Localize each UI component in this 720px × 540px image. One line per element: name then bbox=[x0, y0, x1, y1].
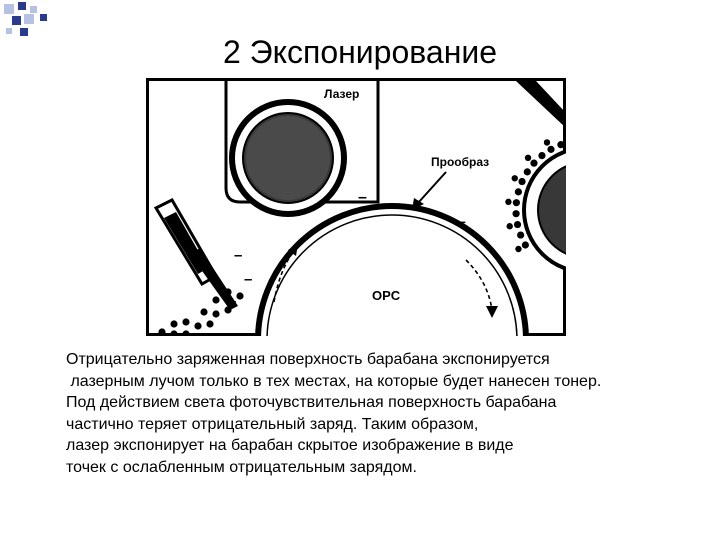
toner-dot bbox=[236, 292, 244, 300]
decor-square bbox=[6, 28, 12, 34]
toner-dot bbox=[224, 306, 232, 314]
slide-title: 2 Экспонирование bbox=[222, 34, 498, 70]
corner-decoration bbox=[0, 0, 60, 40]
drum-label: OPC bbox=[372, 288, 401, 303]
svg-text:–: – bbox=[458, 213, 466, 229]
toner-dot bbox=[212, 296, 220, 304]
decor-square bbox=[20, 28, 28, 36]
rotation-arrow-left bbox=[273, 247, 297, 303]
toner-dot bbox=[543, 139, 551, 146]
toner-dot bbox=[505, 198, 512, 206]
toner-dot bbox=[182, 330, 190, 336]
toner-dot bbox=[547, 145, 555, 153]
svg-text:–: – bbox=[244, 271, 252, 288]
toner-dot bbox=[521, 241, 529, 249]
toner-dots-right bbox=[505, 139, 565, 253]
toner-dot bbox=[206, 320, 214, 328]
image-label: Прообраз bbox=[431, 155, 489, 169]
toner-dot bbox=[530, 159, 538, 167]
rotation-arrow-right bbox=[465, 259, 493, 311]
toner-dot bbox=[511, 175, 518, 182]
text-line: лазерным лучом только в тех местах, на к… bbox=[66, 372, 602, 390]
toner-dot bbox=[514, 188, 522, 196]
toner-dot bbox=[158, 328, 166, 336]
toner-dot bbox=[212, 310, 220, 318]
decor-square bbox=[30, 6, 37, 13]
text-line: лазер экспонирует на барабан скрытое изо… bbox=[66, 437, 514, 454]
decor-square bbox=[18, 2, 26, 10]
toner-dot bbox=[524, 154, 532, 162]
toner-dot bbox=[518, 177, 526, 186]
image-arrow bbox=[417, 171, 447, 204]
decor-square bbox=[12, 16, 21, 25]
opc-drum bbox=[255, 203, 529, 336]
developer-roller-core bbox=[537, 165, 566, 255]
laser-compartment bbox=[224, 81, 380, 204]
laser-exposure-diagram: Лазер – Прообраз – OPC – – – bbox=[146, 78, 566, 336]
toner-dot bbox=[170, 330, 178, 336]
description-text: Отрицательно заряженная поверхность бара… bbox=[66, 349, 706, 478]
top-right-bar bbox=[516, 81, 566, 128]
toner-dot bbox=[523, 168, 531, 176]
toner-dot bbox=[517, 231, 525, 239]
toner-dot bbox=[194, 322, 202, 330]
svg-text:–: – bbox=[234, 247, 242, 264]
decor-square bbox=[24, 14, 34, 24]
decor-square bbox=[40, 14, 47, 21]
toner-dot bbox=[557, 141, 565, 149]
toner-dot bbox=[515, 245, 522, 253]
toner-dot bbox=[506, 223, 513, 230]
toner-dots-left bbox=[158, 288, 244, 336]
text-line: Отрицательно заряженная поверхность бара… bbox=[66, 351, 550, 368]
toner-dot bbox=[170, 320, 178, 328]
toner-dot bbox=[200, 308, 208, 316]
text-line: частично теряет отрицательный заряд. Так… bbox=[66, 415, 479, 433]
text-line: точек с ослабленным отрицательным зарядо… bbox=[66, 458, 417, 476]
laser-label: Лазер bbox=[324, 87, 359, 101]
toner-dot bbox=[182, 318, 190, 326]
text-line: Под действием света фоточувствительная п… bbox=[66, 394, 557, 411]
charge-sign: – bbox=[358, 189, 367, 206]
toner-dot bbox=[512, 210, 520, 218]
toner-dot bbox=[538, 151, 546, 160]
toner-dot bbox=[513, 220, 522, 229]
toner-dot bbox=[512, 199, 520, 207]
decor-square bbox=[4, 4, 14, 14]
toner-dot bbox=[224, 288, 232, 296]
